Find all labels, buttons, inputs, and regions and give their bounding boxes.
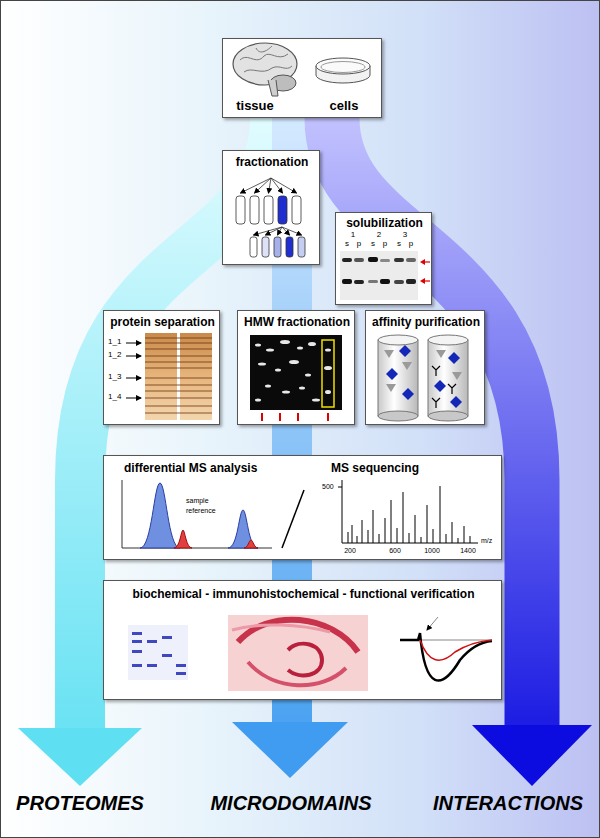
outcome-label: PROTEOMES (16, 792, 144, 814)
figure-label: reference (186, 507, 216, 515)
tissue-section (228, 615, 368, 691)
method-box: protein separation (103, 310, 220, 425)
figure-label: s (397, 240, 401, 249)
figure-label: 1000 (424, 547, 440, 555)
figure-label: 1400 (460, 547, 476, 555)
box-title: tissue (236, 99, 274, 114)
figure-label: 1_1 (108, 338, 121, 347)
flow-arrows (18, 118, 592, 786)
figure-label: sample (186, 497, 209, 505)
figure-label: 1_4 (108, 393, 121, 402)
box-title: protein separation (110, 316, 215, 330)
method-box: fractionation (222, 150, 320, 265)
fractionation-tubes (236, 178, 305, 257)
western-blot (340, 251, 430, 300)
box-ground (365, 310, 485, 425)
box-ground (222, 38, 382, 118)
2d-gel (250, 335, 342, 421)
figure-label: 600 (389, 547, 401, 555)
slash-divider (282, 490, 304, 548)
outcome-label: MICRODOMAINS (210, 792, 371, 814)
figure-label: 2 (377, 231, 381, 240)
figure-label: 200 (344, 547, 356, 555)
source-box: tissue cells (222, 38, 382, 118)
method-box: affinity purification (365, 310, 485, 425)
figure-label: p (357, 240, 361, 249)
brain-icon (233, 43, 297, 96)
figure-label: 1_2 (108, 351, 121, 360)
box-title: solubilization (346, 217, 423, 231)
figure-label: 1 (351, 231, 355, 240)
box-title: biochemical - immunohistochemical - func… (132, 588, 474, 602)
figure-label: s (371, 240, 375, 249)
verification-gel (128, 625, 188, 680)
figure-label: p (383, 240, 387, 249)
box-ground (103, 310, 220, 425)
affinity-columns (378, 335, 468, 421)
box-subtitle: cells (330, 99, 359, 114)
box-title: fractionation (236, 156, 309, 170)
ms-spectrum (338, 480, 478, 543)
figure-label: 500 (322, 483, 334, 491)
electrophysiology-trace (400, 617, 492, 681)
box-subtitle: MS sequencing (331, 462, 419, 476)
outcome-label: INTERACTIONS (433, 792, 583, 814)
box-title: differential MS analysis (124, 462, 257, 476)
box-ground (335, 212, 432, 305)
figure-label: m/z (481, 537, 492, 545)
figure-label: s (345, 240, 349, 249)
box-ground (103, 580, 502, 700)
method-box: solubilization (335, 212, 432, 305)
analysis-box: differential MS analysis MS sequencing (103, 455, 502, 560)
method-box: HMW fractionation (237, 310, 355, 425)
figure-label: 3 (403, 231, 407, 240)
differential-ms-chart (122, 480, 272, 548)
verification-box: biochemical - immunohistochemical - func… (103, 580, 502, 700)
box-title: HMW fractionation (244, 316, 350, 330)
silver-gel (126, 333, 212, 420)
box-title: affinity purification (372, 316, 480, 330)
box-ground (103, 455, 502, 560)
figure-label: 1_3 (108, 373, 121, 382)
box-ground (222, 150, 320, 265)
box-grounds (103, 38, 502, 700)
figure-label: p (409, 240, 413, 249)
box-ground (237, 310, 355, 425)
petri-dish-icon (316, 58, 370, 83)
